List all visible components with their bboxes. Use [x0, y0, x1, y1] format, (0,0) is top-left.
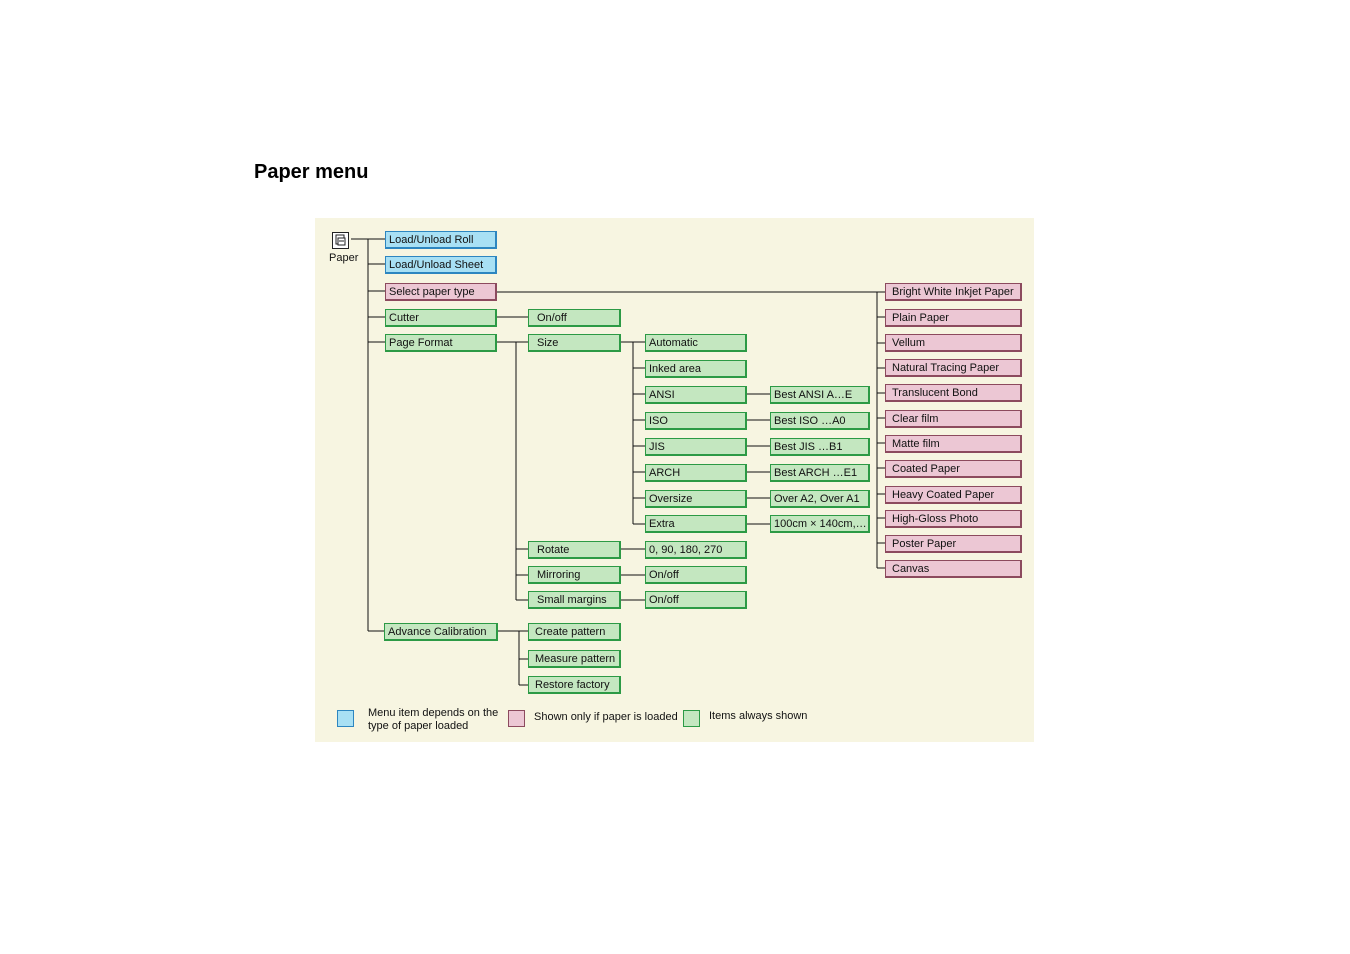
ansi-value-item[interactable]: Best ANSI A…E [770, 386, 870, 404]
paper-type-item[interactable]: Poster Paper [885, 535, 1022, 553]
paper-type-item[interactable]: Translucent Bond [885, 384, 1022, 402]
load-unload-roll-item[interactable]: Load/Unload Roll [385, 231, 497, 249]
cutter-on-off-item[interactable]: On/off [528, 309, 621, 327]
paper-icon [335, 234, 346, 246]
menu-tree-panel: Paper Load/Unload Roll Load/Unload Sheet… [315, 218, 1034, 742]
paper-type-item[interactable]: Natural Tracing Paper [885, 359, 1022, 377]
paper-menu-icon[interactable] [332, 232, 349, 249]
root-label: Paper [329, 252, 359, 264]
legend-swatch-green [683, 710, 700, 727]
paper-type-item[interactable]: Plain Paper [885, 309, 1022, 327]
jis-value-item[interactable]: Best JIS …B1 [770, 438, 870, 456]
load-unload-sheet-item[interactable]: Load/Unload Sheet [385, 256, 497, 274]
size-extra-item[interactable]: Extra [645, 515, 747, 533]
cutter-item[interactable]: Cutter [385, 309, 497, 327]
iso-value-item[interactable]: Best ISO …A0 [770, 412, 870, 430]
size-inked-area-item[interactable]: Inked area [645, 360, 747, 378]
mirroring-value-item[interactable]: On/off [645, 566, 747, 584]
paper-type-item[interactable]: Bright White Inkjet Paper [885, 283, 1022, 301]
paper-type-item[interactable]: Matte film [885, 435, 1022, 453]
paper-type-item[interactable]: High-Gloss Photo [885, 510, 1022, 528]
mirroring-item[interactable]: Mirroring [528, 566, 621, 584]
connector-lines [351, 238, 885, 686]
page-format-item[interactable]: Page Format [385, 334, 497, 352]
size-oversize-item[interactable]: Oversize [645, 490, 747, 508]
advance-calibration-item[interactable]: Advance Calibration [384, 623, 498, 641]
paper-type-item[interactable]: Coated Paper [885, 460, 1022, 478]
legend-swatch-blue [337, 710, 354, 727]
select-paper-type-item[interactable]: Select paper type [385, 283, 497, 301]
create-pattern-item[interactable]: Create pattern [528, 623, 621, 641]
small-margins-value-item[interactable]: On/off [645, 591, 747, 609]
extra-value-item[interactable]: 100cm × 140cm, … [770, 515, 870, 533]
small-margins-item[interactable]: Small margins [528, 591, 621, 609]
size-arch-item[interactable]: ARCH [645, 464, 747, 482]
rotate-item[interactable]: Rotate [528, 541, 621, 559]
legend-swatch-pink [508, 710, 525, 727]
paper-type-item[interactable]: Heavy Coated Paper [885, 486, 1022, 504]
oversize-value-item[interactable]: Over A2, Over A1 [770, 490, 870, 508]
size-item[interactable]: Size [528, 334, 621, 352]
paper-type-item[interactable]: Vellum [885, 334, 1022, 352]
size-automatic-item[interactable]: Automatic [645, 334, 747, 352]
paper-type-item[interactable]: Clear film [885, 410, 1022, 428]
size-iso-item[interactable]: ISO [645, 412, 747, 430]
rotate-value-item[interactable]: 0, 90, 180, 270 [645, 541, 747, 559]
page-title: Paper menu [254, 161, 369, 183]
size-jis-item[interactable]: JIS [645, 438, 747, 456]
paper-type-item[interactable]: Canvas [885, 560, 1022, 578]
restore-factory-item[interactable]: Restore factory [528, 676, 621, 694]
arch-value-item[interactable]: Best ARCH …E1 [770, 464, 870, 482]
legend-text-green: Items always shown [709, 710, 808, 722]
measure-pattern-item[interactable]: Measure pattern [528, 650, 621, 668]
size-ansi-item[interactable]: ANSI [645, 386, 747, 404]
legend-text-pink: Shown only if paper is loaded [534, 711, 678, 723]
legend-text-blue: Menu item depends on the type of paper l… [368, 707, 499, 732]
